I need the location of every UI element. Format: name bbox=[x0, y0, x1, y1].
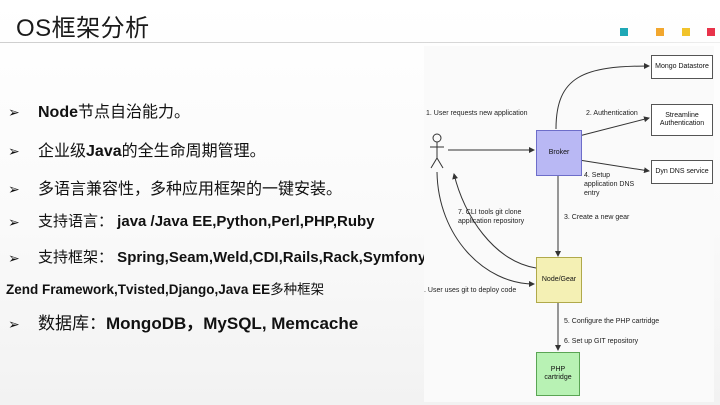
bullet-item: ➢ Node节点自治能力。 bbox=[8, 98, 190, 122]
step3-label: 3. Create a new gear bbox=[564, 214, 630, 221]
bullet-text: Zend Framework,Tvisted,Django,Java EE bbox=[6, 282, 271, 297]
accent-dot-yellow bbox=[682, 28, 690, 36]
bullet-text: 数据库： bbox=[38, 314, 106, 333]
dyn-dns-box: Dyn DNS service bbox=[651, 160, 713, 184]
bullet-text: 的全生命周期管理。 bbox=[121, 143, 266, 160]
bullet-text: 多种框架 bbox=[270, 282, 325, 297]
accent-dot-red bbox=[707, 28, 715, 36]
accent-dot-orange bbox=[656, 28, 664, 36]
streamline-auth-box: Streamline Authentication bbox=[651, 104, 713, 136]
slide-title: OS框架分析 bbox=[16, 15, 150, 42]
bullet-item: ➢ 数据库：MongoDB，MySQL, Memcache bbox=[8, 309, 358, 334]
php-cartridge-box: PHP cartridge bbox=[536, 352, 580, 396]
bullet-text: 企业级 bbox=[38, 143, 87, 160]
arrow-bullet-icon: ➢ bbox=[8, 143, 20, 160]
bullet-continuation: Zend Framework,Tvisted,Django,Java EE多种框… bbox=[6, 278, 324, 298]
bullet-text: 支持框架： bbox=[38, 249, 114, 266]
broker-box: Broker bbox=[536, 130, 582, 176]
arrow-bullet-icon: ➢ bbox=[8, 104, 20, 121]
architecture-diagram: Broker Node/Gear PHP cartridge Mongo Dat… bbox=[424, 46, 714, 402]
step1-label: 1. User requests new application bbox=[426, 110, 528, 117]
bullet-text: 节点自治能力。 bbox=[78, 104, 191, 121]
user-icon bbox=[430, 133, 444, 169]
bullet-item: ➢ 多语言兼容性，多种应用框架的一键安装。 bbox=[8, 175, 342, 199]
bullet-text: Java bbox=[86, 143, 122, 160]
bullet-text: 支持语言： bbox=[38, 213, 114, 230]
bullet-item: ➢ 支持框架： Spring,Seam,Weld,CDI,Rails,Rack,S… bbox=[8, 246, 426, 267]
bullet-text: 多语言兼容性，多种应用框架的一键安装。 bbox=[38, 181, 343, 198]
bullet-text: MongoDB，MySQL, Memcache bbox=[106, 314, 359, 333]
step4-label: 4. Setup application DNS entry bbox=[584, 172, 635, 197]
diagram-connectors bbox=[430, 63, 650, 351]
user-git-label: . User uses git to deploy code bbox=[424, 287, 517, 294]
step5-label: 5. Configure the PHP cartridge bbox=[564, 318, 660, 325]
bullet-item: ➢ 支持语言： java /Java EE,Python,Perl,PHP,Rub… bbox=[8, 210, 375, 231]
accent-dot-teal bbox=[620, 28, 628, 36]
bullet-text: Spring,Seam,Weld,CDI,Rails,Rack,Symfony bbox=[113, 249, 427, 266]
bullet-text: Node bbox=[38, 104, 78, 121]
step6-label: 6. Set up GIT repository bbox=[564, 338, 639, 345]
title-divider bbox=[0, 42, 720, 43]
bullet-text: java /Java EE,Python,Perl,PHP,Ruby bbox=[113, 213, 375, 230]
arrow-bullet-icon: ➢ bbox=[8, 213, 20, 230]
arrow-bullet-icon: ➢ bbox=[8, 316, 20, 333]
node-gear-box: Node/Gear bbox=[536, 257, 582, 303]
arrow-bullet-icon: ➢ bbox=[8, 181, 20, 198]
arrow-bullet-icon: ➢ bbox=[8, 249, 20, 266]
step2-label: 2. Authentication bbox=[586, 110, 638, 117]
mongo-datastore-box: Mongo Datastore bbox=[651, 55, 713, 79]
step7-label: 7. CLI tools git clone application repos… bbox=[458, 209, 525, 225]
bullet-item: ➢ 企业级Java的全生命周期管理。 bbox=[8, 137, 266, 161]
